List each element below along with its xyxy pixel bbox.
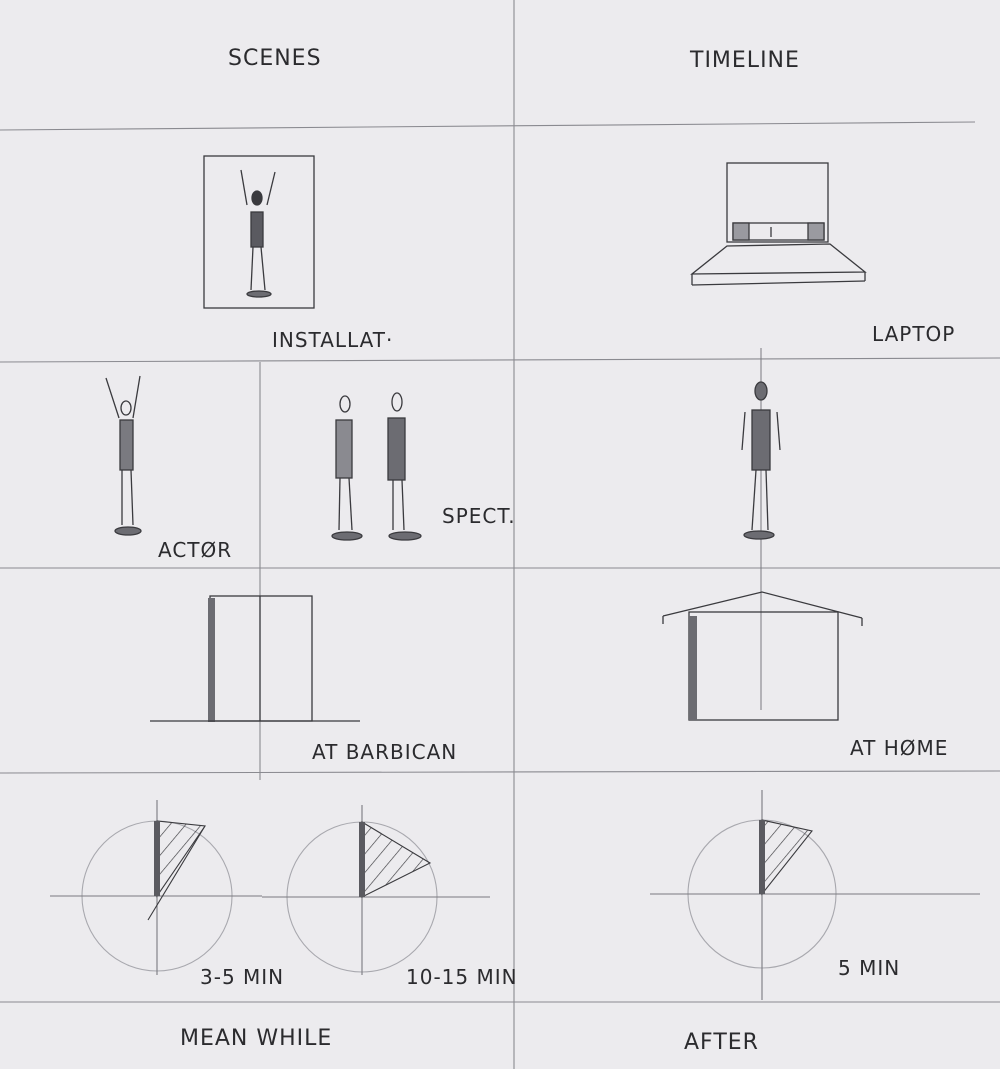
clock-3-hand	[759, 820, 765, 894]
actor-shadow	[115, 527, 141, 535]
figure-torso	[251, 212, 263, 247]
viewer-arm-left	[742, 412, 745, 450]
spectator-2-leg-right	[402, 480, 404, 530]
clock-2	[262, 805, 490, 975]
spectator-2-head	[392, 393, 402, 411]
actor-sketch	[106, 376, 141, 535]
actor-torso	[120, 420, 133, 470]
spectators-sketch	[332, 393, 421, 540]
label-duration-after: 5 MIN	[838, 956, 900, 980]
spectator-1-leg-left	[339, 478, 340, 530]
viewer-shadow	[744, 531, 774, 539]
house-roof	[663, 592, 862, 618]
clock-2-hand	[359, 822, 365, 897]
spectator-2-body	[388, 418, 405, 480]
spectator-1-body	[336, 420, 352, 478]
row-line-2	[0, 358, 1000, 362]
barbican-doorway	[210, 596, 312, 721]
laptop-base-bottom	[692, 281, 865, 285]
barbican-sketch	[150, 596, 360, 722]
label-actor: ACTØR	[158, 538, 232, 562]
leg-left	[251, 247, 253, 290]
figure-shadow	[247, 291, 271, 297]
laptop-base	[692, 244, 865, 274]
clock-1-sector	[157, 821, 205, 896]
clock-1-hand	[154, 821, 160, 896]
viewer-leg-right	[766, 470, 768, 530]
figure-head	[252, 191, 262, 205]
house-walls	[689, 612, 838, 720]
label-laptop: LAPTOP	[872, 322, 955, 346]
laptop-sketch	[692, 163, 865, 285]
label-duration-meanwhile-1: 3-5 MIN	[200, 965, 284, 989]
clock-2-sector	[362, 822, 430, 897]
timeline-right-arrow-icon	[808, 223, 824, 240]
spectator-1-head	[340, 396, 350, 412]
clock-3	[650, 790, 980, 1000]
row-line-1	[0, 122, 975, 130]
clock-3-sector	[762, 820, 812, 894]
leg-right	[261, 247, 265, 290]
row-line-4	[0, 771, 1000, 773]
installation-sketch	[204, 156, 314, 308]
spectator-1-leg-right	[349, 478, 352, 530]
viewer-leg-left	[752, 470, 756, 530]
viewer-head	[755, 382, 767, 400]
actor-arm-right	[133, 376, 140, 418]
clock-1	[50, 800, 262, 975]
arm-left	[241, 170, 247, 205]
viewer-body	[752, 410, 770, 470]
arm-right	[267, 172, 275, 205]
actor-head	[121, 401, 131, 415]
label-spectators: SPECT.	[442, 504, 516, 528]
label-at-home: AT HØME	[850, 736, 948, 760]
viewer-sketch	[742, 348, 780, 710]
label-at-barbican: AT BARBICAN	[312, 740, 457, 764]
spectator-1-shadow	[332, 532, 362, 540]
header-scenes: SCENES	[228, 46, 322, 71]
actor-leg-right	[131, 470, 133, 525]
footer-after: AFTER	[684, 1030, 759, 1055]
actor-arm-left	[106, 378, 119, 418]
header-timeline: TIMELINE	[690, 48, 800, 73]
viewer-arm-right	[777, 412, 780, 450]
home-sketch	[663, 592, 862, 720]
footer-meanwhile: MEAN WHILE	[180, 1026, 332, 1051]
spectator-2-shadow	[389, 532, 421, 540]
label-installation: INSTALLAT·	[272, 328, 393, 352]
timeline-left-arrow-icon	[733, 223, 749, 240]
house-wall-shade	[689, 616, 697, 720]
label-duration-meanwhile-2: 10-15 MIN	[406, 965, 518, 989]
barbican-door-shade	[208, 598, 215, 722]
